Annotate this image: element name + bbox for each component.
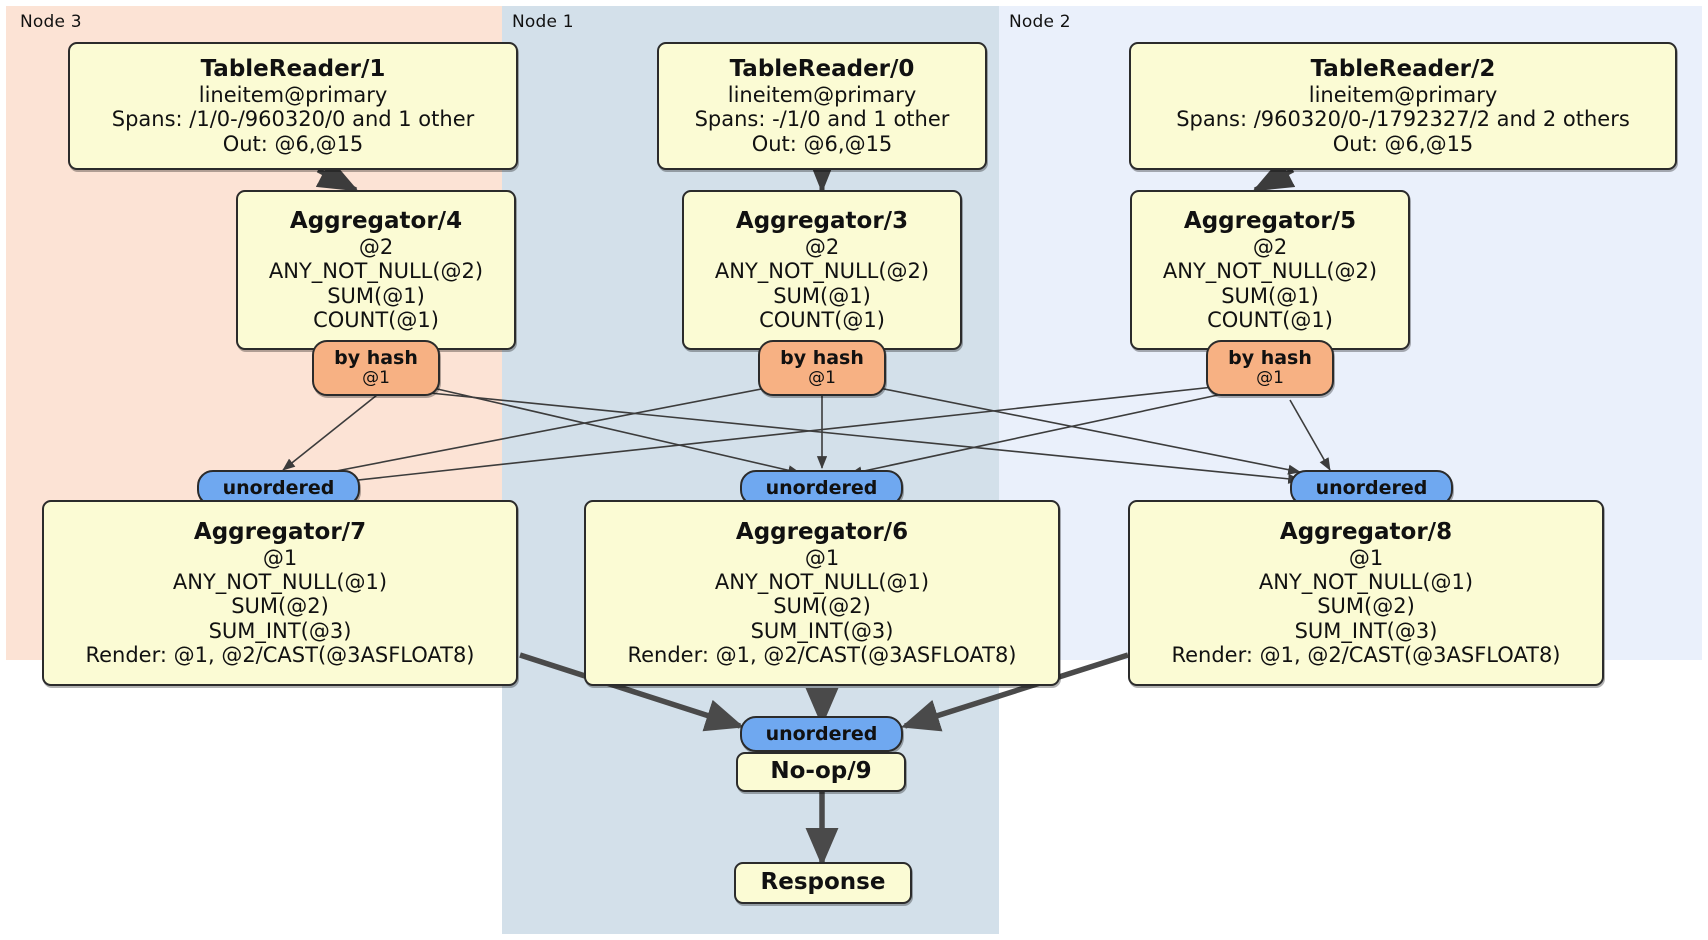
processor-line: COUNT(@1) xyxy=(759,307,885,332)
router-label: unordered xyxy=(222,476,335,499)
processor-line: Spans: -/1/0 and 1 other xyxy=(694,107,950,132)
processor-aggregator-4[interactable]: Aggregator/4 @2 ANY_NOT_NULL(@2) SUM(@1)… xyxy=(236,190,516,350)
processor-line: ANY_NOT_NULL(@2) xyxy=(268,259,484,284)
processor-aggregator-7[interactable]: Aggregator/7 @1 ANY_NOT_NULL(@1) SUM(@2)… xyxy=(42,500,518,686)
processor-line: ANY_NOT_NULL(@1) xyxy=(1258,570,1474,595)
processor-title: Aggregator/3 xyxy=(735,207,909,234)
processor-line: SUM_INT(@3) xyxy=(1294,618,1438,643)
processor-aggregator-3[interactable]: Aggregator/3 @2 ANY_NOT_NULL(@2) SUM(@1)… xyxy=(682,190,962,350)
processor-line: @1 xyxy=(262,545,298,570)
processor-line: ANY_NOT_NULL(@1) xyxy=(172,570,388,595)
processor-line: @1 xyxy=(1348,545,1384,570)
processor-line: @2 xyxy=(1252,234,1288,259)
processor-line: @2 xyxy=(358,234,394,259)
processor-line: Out: @6,@15 xyxy=(1332,131,1474,156)
node-label-node1: Node 1 xyxy=(512,12,574,32)
processor-title: Response xyxy=(760,869,886,896)
processor-line: Spans: /960320/0-/1792327/2 and 2 others xyxy=(1176,107,1630,132)
processor-line: @1 xyxy=(804,545,840,570)
processor-response[interactable]: Response xyxy=(734,862,912,904)
processor-line: SUM_INT(@3) xyxy=(750,618,894,643)
processor-line: SUM(@1) xyxy=(773,283,871,308)
node-label-node3: Node 3 xyxy=(20,12,82,32)
processor-line: SUM(@2) xyxy=(231,594,329,619)
router-by-hash-center[interactable]: by hash @1 xyxy=(758,340,886,396)
router-unordered-final[interactable]: unordered xyxy=(740,716,903,752)
processor-line: COUNT(@1) xyxy=(1207,307,1333,332)
processor-no-op-9[interactable]: No-op/9 xyxy=(736,752,906,792)
processor-line: SUM(@2) xyxy=(773,594,871,619)
router-label: by hash xyxy=(1228,347,1312,370)
processor-title: TableReader/0 xyxy=(729,55,915,82)
processor-line: @2 xyxy=(804,234,840,259)
processor-line: lineitem@primary xyxy=(1308,83,1498,108)
router-label: unordered xyxy=(1315,476,1428,499)
processor-line: lineitem@primary xyxy=(198,83,388,108)
router-sublabel: @1 xyxy=(1256,368,1284,389)
processor-table-reader-2[interactable]: TableReader/2 lineitem@primary Spans: /9… xyxy=(1129,42,1677,170)
processor-aggregator-8[interactable]: Aggregator/8 @1 ANY_NOT_NULL(@1) SUM(@2)… xyxy=(1128,500,1604,686)
processor-line: Out: @6,@15 xyxy=(222,131,364,156)
processor-line: SUM(@1) xyxy=(327,283,425,308)
processor-line: SUM_INT(@3) xyxy=(208,618,352,643)
processor-line: SUM(@1) xyxy=(1221,283,1319,308)
processor-title: Aggregator/6 xyxy=(735,518,909,545)
processor-title: TableReader/2 xyxy=(1310,55,1496,82)
router-label: by hash xyxy=(780,347,864,370)
processor-line: COUNT(@1) xyxy=(313,307,439,332)
processor-table-reader-1[interactable]: TableReader/1 lineitem@primary Spans: /1… xyxy=(68,42,518,170)
processor-title: TableReader/1 xyxy=(200,55,386,82)
processor-aggregator-6[interactable]: Aggregator/6 @1 ANY_NOT_NULL(@1) SUM(@2)… xyxy=(584,500,1060,686)
processor-line: Render: @1, @2/CAST(@3ASFLOAT8) xyxy=(627,643,1017,668)
processor-table-reader-0[interactable]: TableReader/0 lineitem@primary Spans: -/… xyxy=(657,42,987,170)
processor-line: ANY_NOT_NULL(@2) xyxy=(1162,259,1378,284)
processor-line: ANY_NOT_NULL(@2) xyxy=(714,259,930,284)
router-label: unordered xyxy=(765,722,878,745)
router-sublabel: @1 xyxy=(362,368,390,389)
processor-line: Spans: /1/0-/960320/0 and 1 other xyxy=(111,107,475,132)
processor-title: Aggregator/4 xyxy=(289,207,463,234)
processor-line: Render: @1, @2/CAST(@3ASFLOAT8) xyxy=(85,643,475,668)
processor-title: Aggregator/7 xyxy=(193,518,367,545)
router-by-hash-right[interactable]: by hash @1 xyxy=(1206,340,1334,396)
processor-title: Aggregator/5 xyxy=(1183,207,1357,234)
processor-title: Aggregator/8 xyxy=(1279,518,1453,545)
router-label: unordered xyxy=(765,476,878,499)
node-label-node2: Node 2 xyxy=(1009,12,1071,32)
router-sublabel: @1 xyxy=(808,368,836,389)
processor-line: ANY_NOT_NULL(@1) xyxy=(714,570,930,595)
processor-line: Out: @6,@15 xyxy=(751,131,893,156)
processor-title: No-op/9 xyxy=(770,758,872,785)
processor-aggregator-5[interactable]: Aggregator/5 @2 ANY_NOT_NULL(@2) SUM(@1)… xyxy=(1130,190,1410,350)
processor-line: SUM(@2) xyxy=(1317,594,1415,619)
router-by-hash-left[interactable]: by hash @1 xyxy=(312,340,440,396)
router-label: by hash xyxy=(334,347,418,370)
processor-line: Render: @1, @2/CAST(@3ASFLOAT8) xyxy=(1171,643,1561,668)
processor-line: lineitem@primary xyxy=(727,83,917,108)
